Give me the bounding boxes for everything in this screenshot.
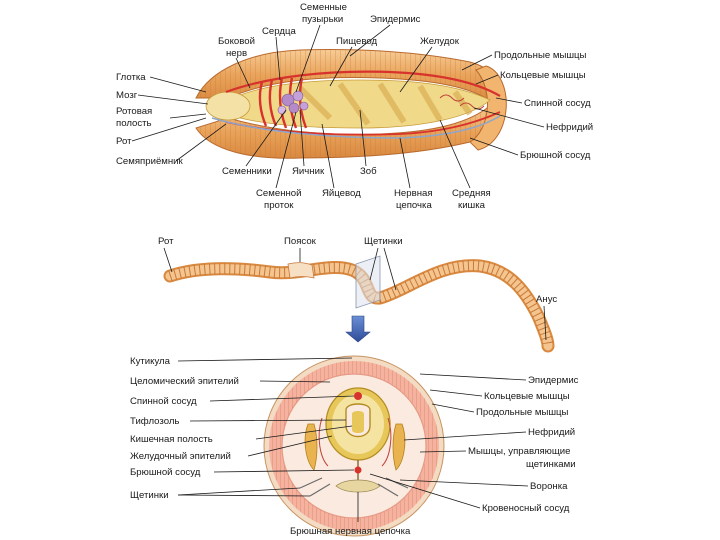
label-anus: Анус <box>536 294 557 305</box>
label-zheludochny: Желудочный эпителий <box>130 451 231 462</box>
label-semennye-2: пузырьки <box>302 14 343 25</box>
label-koltsevye-bottom: Кольцевые мышцы <box>484 391 570 402</box>
bottom-labels: Кутикула Целомический эпителий Спинной с… <box>130 356 579 537</box>
label-epidermis-bottom: Эпидермис <box>528 375 579 386</box>
nerve-cord-cross <box>335 479 381 493</box>
label-nefridiy-top: Нефридий <box>546 122 593 133</box>
gut-cross <box>325 387 391 461</box>
middle-leader-lines <box>163 247 547 341</box>
label-spinnoy-top: Спинной сосуд <box>524 98 591 109</box>
label-bokovoy-2: нерв <box>226 48 247 59</box>
dorsal-vessel-cross <box>354 392 362 400</box>
longitudinal-section <box>195 49 507 159</box>
label-kishechnaya: Кишечная полость <box>130 434 213 445</box>
label-glotka: Глотка <box>116 72 146 83</box>
middle-labels: Рот Поясок Щетинки Анус <box>158 236 557 305</box>
label-srednyaya-1: Средняя <box>452 188 491 199</box>
label-bryushnaya-tsepochka: Брюшная нервная цепочка <box>290 526 411 537</box>
label-myshtsy-1: Мышцы, управляющие <box>468 446 570 457</box>
label-krovenosny: Кровеносный сосуд <box>482 503 570 514</box>
label-rotovaya-2: полость <box>116 118 152 129</box>
label-shchetinki-mid: Щетинки <box>364 236 403 247</box>
label-rot-mid: Рот <box>158 236 174 247</box>
clitellum <box>287 262 315 279</box>
label-zheludok: Желудок <box>420 36 460 47</box>
label-nefridiy-bottom: Нефридий <box>528 427 575 438</box>
label-bryushnoy-bottom: Брюшной сосуд <box>130 467 201 478</box>
label-koltsevye-top: Кольцевые мышцы <box>500 70 586 81</box>
label-prodolnye-bottom: Продольные мышцы <box>476 407 569 418</box>
label-serdtsa: Сердца <box>262 26 296 37</box>
label-nervnaya-2: цепочка <box>396 200 432 211</box>
bottom-leader-lines <box>177 357 529 522</box>
nerve-cord <box>211 115 501 139</box>
label-rotovaya-1: Ротовая <box>116 106 152 117</box>
label-mozg: Мозг <box>116 90 138 101</box>
label-voronka: Воронка <box>530 481 568 492</box>
label-rot-top: Рот <box>116 136 132 147</box>
nephridia-cross <box>304 417 406 471</box>
label-tiflozol: Тифлозоль <box>130 416 179 427</box>
label-bokovoy-1: Боковой <box>218 36 255 47</box>
label-semyapriemnik: Семяприёмник <box>116 156 184 167</box>
cross-section <box>263 355 445 537</box>
label-semennoy-2: проток <box>264 200 294 211</box>
label-kutikula: Кутикула <box>130 356 171 367</box>
label-myshtsy-2: щетинками <box>526 459 576 470</box>
label-srednyaya-2: кишка <box>458 200 486 211</box>
down-arrow <box>345 315 371 343</box>
label-semennye-1: Семенные <box>300 2 347 13</box>
label-epidermis-top: Эпидермис <box>370 14 421 25</box>
label-semennoy-1: Семенной <box>256 188 302 199</box>
label-pischevod: Пищевод <box>336 36 377 47</box>
label-nervnaya-1: Нервная <box>394 188 433 199</box>
label-yaichnik: Яичник <box>292 166 325 177</box>
nephridia <box>439 94 485 110</box>
ventral-vessel-cross <box>354 466 362 474</box>
whole-worm <box>163 255 555 353</box>
cut-plane <box>355 255 381 309</box>
top-labels: Глотка Мозг Ротовая полость Рот Семяприё… <box>116 2 593 211</box>
label-poyasok: Поясок <box>284 236 317 247</box>
label-semenniki: Семенники <box>222 166 272 177</box>
label-shchetinki-bottom: Щетинки <box>130 490 169 501</box>
dorsal-vessel <box>225 70 501 97</box>
top-leader-lines <box>131 24 545 189</box>
pharynx <box>205 91 251 121</box>
label-spinnoy-bottom: Спинной сосуд <box>130 396 197 407</box>
label-tselomicheskiy: Целомический эпителий <box>130 376 239 387</box>
label-bryushnoy-top: Брюшной сосуд <box>520 150 591 161</box>
hearts <box>258 77 308 129</box>
reproductive-organs <box>277 90 309 115</box>
label-prodolnye-top: Продольные мышцы <box>494 50 587 61</box>
label-yaitsevod: Яйцевод <box>322 188 361 199</box>
label-zob: Зоб <box>360 166 377 177</box>
